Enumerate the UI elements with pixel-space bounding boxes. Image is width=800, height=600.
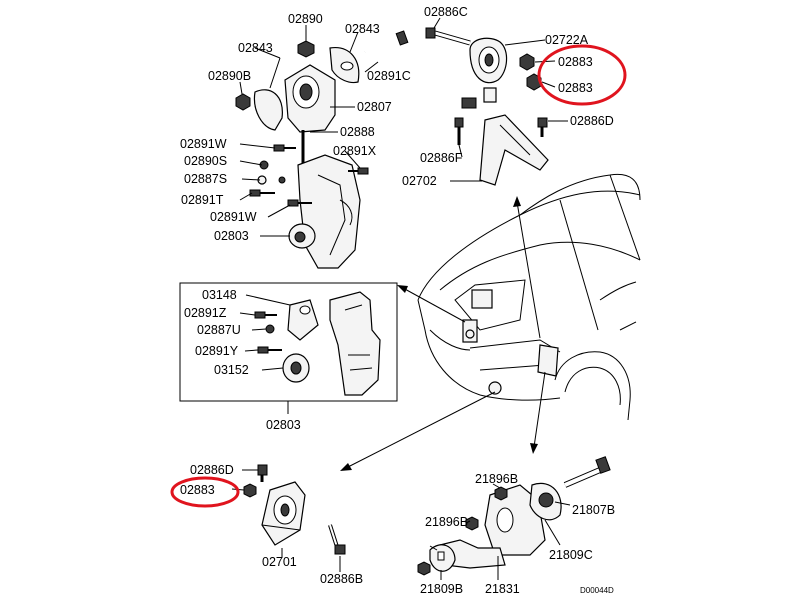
label-21896b-top: 21896B <box>475 472 518 486</box>
label-02887u: 02887U <box>197 323 241 337</box>
nut-02890 <box>297 40 315 58</box>
label-02883-lower: 02883 <box>558 81 593 95</box>
box-bracket <box>329 291 381 396</box>
car-outline <box>417 173 641 421</box>
nut-02890b <box>235 93 251 111</box>
leader-lines-bottom-right <box>429 483 571 580</box>
label-02891z: 02891Z <box>184 306 227 320</box>
diagram-code: D00044D <box>580 586 614 595</box>
label-02886d-bottom: 02886D <box>190 463 234 477</box>
label-02803-box: 02803 <box>266 418 301 432</box>
label-02891w-top: 02891W <box>180 137 227 151</box>
label-02722a: 02722A <box>545 33 589 47</box>
nut-02883-bottom <box>243 483 257 498</box>
right-mount-assembly <box>425 27 549 186</box>
label-02891c: 02891C <box>367 69 411 83</box>
label-21809c: 21809C <box>549 548 593 562</box>
label-03148: 03148 <box>202 288 237 302</box>
label-02702: 02702 <box>402 174 437 188</box>
label-02803-top: 02803 <box>214 229 249 243</box>
label-02883-bottom: 02883 <box>180 483 215 497</box>
label-02886c: 02886C <box>424 5 468 19</box>
label-02843-right: 02843 <box>345 22 380 36</box>
leader-lines-box <box>239 294 291 414</box>
part-labels: 02890 02843 02843 02890B 02891C 02807 02… <box>180 5 615 596</box>
label-02890s: 02890S <box>184 154 227 168</box>
bolt-02891c <box>364 30 409 54</box>
highlight-oval-top <box>537 44 627 106</box>
label-02891x: 02891X <box>333 144 377 158</box>
label-02886f: 02886F <box>420 151 463 165</box>
label-02701: 02701 <box>262 555 297 569</box>
label-02891t: 02891T <box>181 193 224 207</box>
bottom-right-mount <box>417 456 611 576</box>
label-03152: 03152 <box>214 363 249 377</box>
left-mount-assembly <box>235 30 409 269</box>
label-21809b: 21809B <box>420 582 463 596</box>
label-02888: 02888 <box>340 125 375 139</box>
leader-lines-top-left <box>239 25 379 237</box>
label-02890: 02890 <box>288 12 323 26</box>
small-bolts <box>249 144 369 207</box>
car-engine-bay-parts <box>462 289 559 395</box>
bottom-left-mount <box>243 464 346 555</box>
label-02890b: 02890B <box>208 69 251 83</box>
label-02891w-bottom: 02891W <box>210 210 257 224</box>
label-02883-upper: 02883 <box>558 55 593 69</box>
label-02843-left: 02843 <box>238 41 273 55</box>
highlight-oval-bottom <box>170 476 240 508</box>
shield-02843-left <box>253 89 283 131</box>
label-21807b: 21807B <box>572 503 615 517</box>
label-21831: 21831 <box>485 582 520 596</box>
label-02886b: 02886B <box>320 572 363 586</box>
label-02886d-top: 02886D <box>570 114 614 128</box>
boxed-assembly <box>254 291 381 396</box>
bracket-02702 <box>479 114 549 186</box>
pointer-arrows <box>340 196 546 471</box>
label-02807: 02807 <box>357 100 392 114</box>
label-02891y: 02891Y <box>195 344 239 358</box>
label-02887s: 02887S <box>184 172 227 186</box>
leader-lines-top-right <box>433 17 568 182</box>
label-21896b-left: 21896B <box>425 515 468 529</box>
nut-02883-upper <box>519 53 535 71</box>
